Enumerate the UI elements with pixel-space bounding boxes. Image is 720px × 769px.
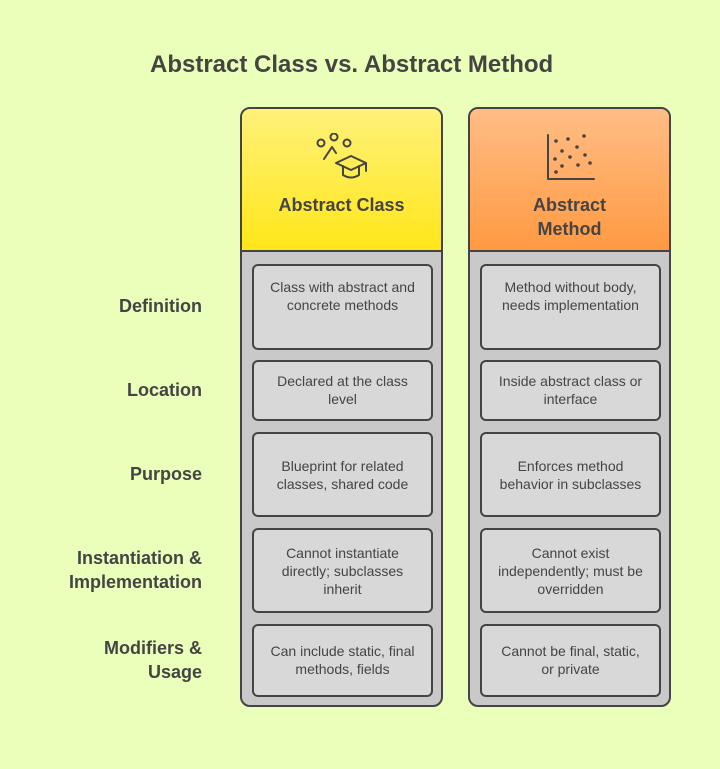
row-label-definition: Definition — [119, 296, 202, 316]
column-abstract-method: Abstract Method Method without body, nee… — [468, 107, 671, 707]
diagram-title: Abstract Class vs. Abstract Method — [150, 51, 554, 78]
scatter-plot-icon — [546, 134, 595, 180]
row-label-location: Location — [127, 380, 202, 400]
column-title: Abstract Method — [532, 195, 607, 239]
row-label-instantiation: Instantiation &Implementation — [68, 548, 202, 592]
cell-modifiers: Can include static, final methods, field… — [252, 624, 433, 697]
column-abstract-class: Abstract Class Class with abstract and c… — [240, 107, 443, 707]
cell-instantiation: Cannot exist independently; must be over… — [480, 528, 661, 613]
cell-purpose: Enforces method behavior in subclasses — [480, 432, 661, 517]
cell-location: Declared at the class level — [252, 360, 433, 421]
column-title: Abstract Class — [278, 195, 405, 215]
cell-definition: Class with abstract and concrete methods — [252, 264, 433, 350]
cell-purpose: Blueprint for related classes, shared co… — [252, 432, 433, 517]
graduation-cap-icon — [316, 133, 367, 179]
cell-instantiation: Cannot instantiate directly; subclasses … — [252, 528, 433, 613]
column-header-abstract-class: Abstract Class — [242, 109, 441, 252]
cell-definition: Method without body, needs implementatio… — [480, 264, 661, 350]
row-label-purpose: Purpose — [129, 464, 202, 484]
column-header-abstract-method: Abstract Method — [470, 109, 669, 252]
cell-modifiers: Cannot be final, static, or private — [480, 624, 661, 697]
cell-location: Inside abstract class or interface — [480, 360, 661, 421]
row-label-modifiers: Modifiers &Usage — [103, 638, 202, 682]
